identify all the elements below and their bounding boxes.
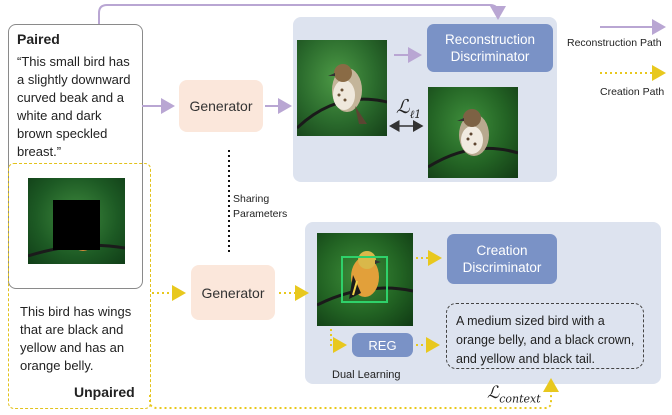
unpaired-label: Unpaired [74,384,135,400]
path-top-loop [98,4,506,24]
generated-caption-box: A medium sized bird with a orange belly,… [446,303,644,369]
reg-module: REG [352,333,413,357]
dual-learning-label: Dual Learning [332,369,401,381]
l1-loss-label: ℒℓ1 [396,96,422,121]
path-image-to-reg [330,329,347,353]
generator-top: Generator [179,80,263,132]
unpaired-caption: This bird has wings that are black and y… [20,304,132,373]
path-context-loop [149,378,559,409]
masked-bird-image [28,178,125,264]
generator-bottom: Generator [191,265,275,320]
legend-creation-label: Creation Path [600,86,665,98]
paired-label: Paired [17,31,60,47]
unpaired-box [8,163,151,409]
reconstruction-discriminator: Reconstruction Discriminator [427,24,553,72]
generated-bird-image [297,40,387,136]
paired-caption: “This small bird has a slightly downward… [17,54,131,159]
real-bird-image [428,87,518,178]
creation-discriminator: Creation Discriminator [447,234,557,284]
created-bird-image [317,233,413,326]
context-loss-label: ℒcontext [487,383,541,406]
legend-reconstruction-label: Reconstruction Path [567,37,662,49]
sharing-parameters-label: Sharing Parameters [233,193,288,220]
